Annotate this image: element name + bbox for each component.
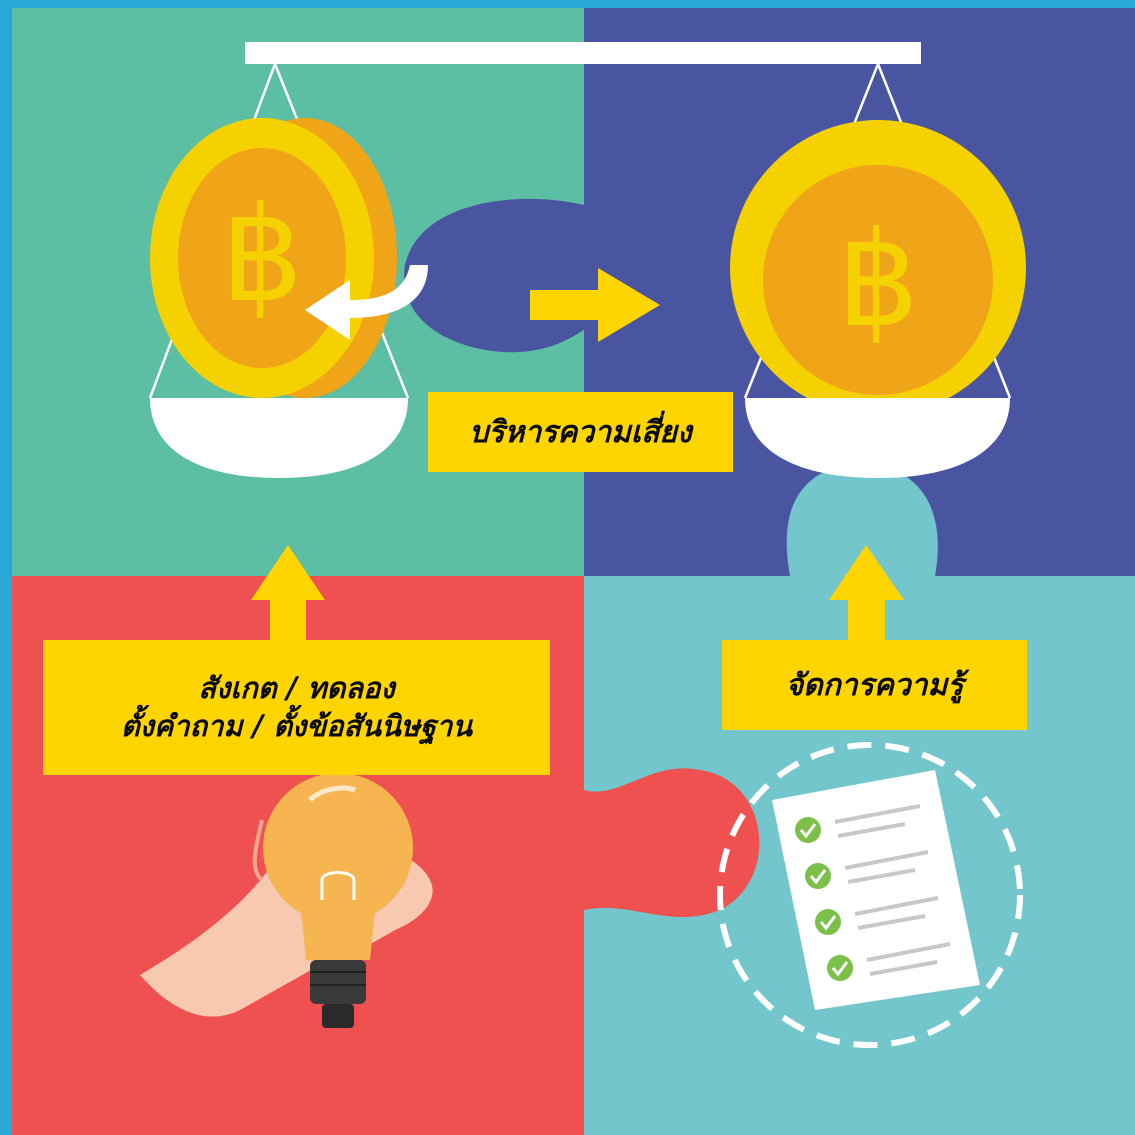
right-coin-symbol: ฿ xyxy=(837,204,920,356)
observe-line-1: สังเกต / ทดลอง xyxy=(198,670,395,705)
left-coin-symbol: ฿ xyxy=(221,179,304,331)
observe-line-2: ตั้งคำถาม / ตั้งข้อสันนิษฐาน xyxy=(120,708,473,743)
knowledge-management-text: จัดการความรู้ xyxy=(785,667,964,703)
puzzle-knob-teal xyxy=(786,462,938,576)
arrow-up-icon xyxy=(829,545,904,642)
curved-arrow-icon xyxy=(305,265,428,340)
risk-management-label: บริหารความเสี่ยง xyxy=(428,392,733,472)
coin-icon xyxy=(730,120,1026,416)
right-pan xyxy=(745,398,1010,478)
puzzle-knob-green xyxy=(235,520,350,576)
risk-management-text: บริหารความเสี่ยง xyxy=(469,414,692,450)
scale-beam xyxy=(245,42,921,64)
arrow-up-icon xyxy=(251,545,325,642)
knowledge-management-label: จัดการความรู้ xyxy=(722,640,1027,730)
puzzle-knob-red xyxy=(584,768,760,918)
arrow-right-icon xyxy=(530,268,660,342)
lightbulb-icon xyxy=(263,773,413,1028)
dashed-circle xyxy=(717,742,1023,1048)
left-pan xyxy=(150,398,408,478)
observe-experiment-label: สังเกต / ทดลอง ตั้งคำถาม / ตั้งข้อสันนิษ… xyxy=(43,640,550,775)
checklist-icon xyxy=(772,770,980,1010)
coin-icon xyxy=(150,118,397,398)
